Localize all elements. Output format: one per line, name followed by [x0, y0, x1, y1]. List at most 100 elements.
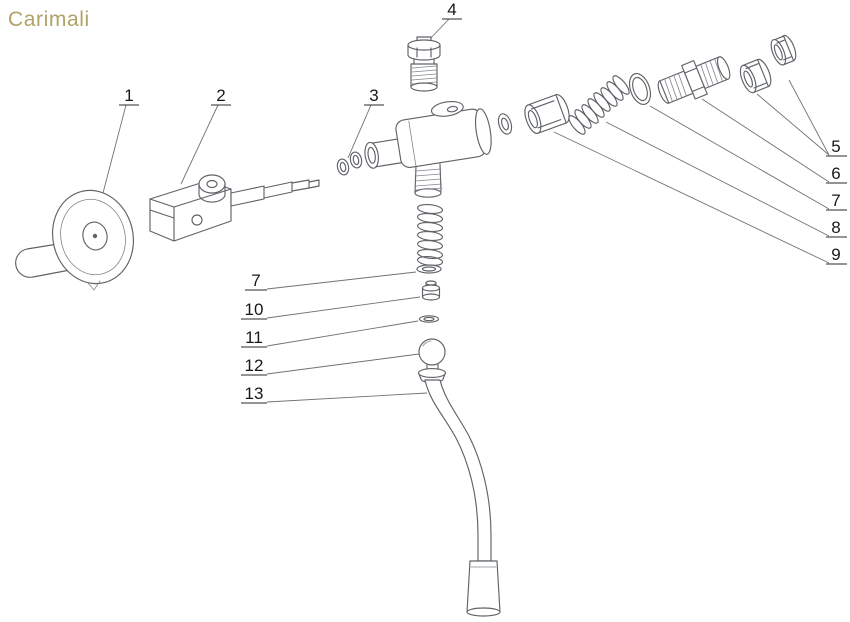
part-9-hex-nut	[524, 94, 570, 134]
part-3-rings	[336, 151, 363, 176]
small-washer-outer	[497, 113, 513, 135]
part-1-knob	[15, 189, 135, 291]
knob-hub	[82, 221, 108, 251]
fitting-right-end	[716, 56, 731, 80]
part-label-9: 9	[831, 245, 840, 264]
bracket-boss-hole	[206, 179, 218, 189]
valve-stub-sides	[414, 163, 442, 194]
washer11-outer	[418, 315, 440, 323]
nut5a-facets	[745, 63, 767, 89]
part-label-12: 12	[245, 356, 264, 375]
valve-stub-bottom	[414, 188, 442, 198]
ring-a-outer	[336, 158, 350, 176]
seat-stub-top	[425, 280, 437, 286]
part-label-1: 1	[124, 86, 133, 105]
washer7-inner	[421, 266, 437, 272]
part-labels: 1 2 3 4 5 6 7 8 9 7 10 11 12 13	[124, 0, 840, 403]
leader-line-2	[180, 104, 219, 185]
plug-neck	[413, 58, 435, 65]
small-washer-right	[497, 113, 513, 135]
small-washer-inner	[501, 117, 509, 131]
seat-body-bottom	[421, 293, 441, 301]
part-8-spring	[568, 75, 630, 135]
part-label-8: 8	[831, 218, 840, 237]
leader-line-13	[266, 392, 428, 403]
part-13-spout	[417, 363, 501, 617]
valve-stub-threads	[414, 168, 443, 191]
leader-line-12	[266, 353, 420, 375]
ball-highlight	[422, 340, 432, 347]
knob-rim	[60, 198, 126, 276]
springv-coil	[416, 203, 444, 215]
valve-edge-line	[408, 120, 417, 165]
spring8-coil	[612, 75, 630, 95]
plug-bottom	[410, 82, 438, 92]
spout-nozzle-tip	[466, 607, 501, 617]
part-5-nuts	[739, 34, 797, 94]
ball	[418, 338, 446, 366]
knob-body	[51, 189, 135, 285]
seat-body-top	[421, 284, 441, 292]
knob-notch	[87, 280, 101, 291]
bracket-hole	[191, 214, 203, 226]
leader-line-3	[347, 104, 372, 159]
leader-line-5b	[788, 79, 830, 156]
part-label-13: 13	[245, 384, 264, 403]
leader-line-5a	[756, 93, 830, 156]
part-label-5: 5	[831, 137, 840, 156]
springv-coil	[416, 212, 444, 224]
shaft-steps	[230, 179, 320, 207]
part-label-4: 4	[447, 0, 456, 19]
plug-cap-top	[407, 39, 441, 51]
fitting-collar-facets	[684, 67, 705, 93]
part-7-seal-right	[628, 73, 652, 105]
ring-b-outer	[349, 151, 363, 169]
seal-outer	[628, 73, 652, 105]
part-label-7-right: 7	[831, 191, 840, 210]
knob-center	[92, 233, 98, 239]
bracket-boss-top	[198, 174, 226, 194]
ring-a-inner	[339, 161, 347, 173]
connector-shaft	[230, 179, 320, 207]
leader-line-7-right	[649, 105, 830, 210]
springv-coil	[416, 221, 444, 233]
label-underlines	[119, 18, 847, 404]
fitting-threads	[664, 59, 723, 102]
valve-main	[395, 108, 487, 168]
part-6-fitting	[657, 56, 731, 104]
springv-coil	[416, 239, 444, 251]
part-label-7-left: 7	[251, 271, 260, 290]
leader-line-9	[553, 131, 830, 264]
nut9-hole	[527, 110, 538, 129]
leader-line-1	[102, 104, 127, 194]
part-label-11: 11	[245, 328, 263, 347]
springv-coil	[416, 230, 444, 242]
leader-line-11	[266, 320, 419, 347]
seal-inner	[632, 76, 648, 102]
leader-line-10	[266, 296, 421, 319]
bracket-edges	[149, 188, 232, 242]
nut5b-hole	[773, 44, 783, 61]
leader-line-7-left	[266, 271, 417, 290]
valve-spring-vertical	[416, 203, 444, 267]
spout-nozzle	[466, 560, 501, 613]
springv-coil	[416, 248, 444, 260]
part-label-6: 6	[831, 164, 840, 183]
washer7-outer	[416, 264, 442, 274]
valve-body	[364, 100, 492, 198]
part-label-2: 2	[216, 86, 225, 105]
leader-lines	[102, 18, 830, 403]
plug-cap-sides	[407, 44, 441, 61]
part-12-ball	[418, 338, 446, 366]
ring-b-inner	[352, 154, 360, 166]
nut5a-hole	[743, 70, 753, 88]
part-label-10: 10	[245, 300, 264, 319]
leader-line-8	[605, 121, 830, 237]
part-4-plug	[407, 36, 441, 92]
spout-pipe	[424, 379, 492, 562]
plug-threads	[411, 65, 437, 85]
spout-flange	[417, 368, 447, 378]
part-11-washer	[418, 315, 440, 323]
